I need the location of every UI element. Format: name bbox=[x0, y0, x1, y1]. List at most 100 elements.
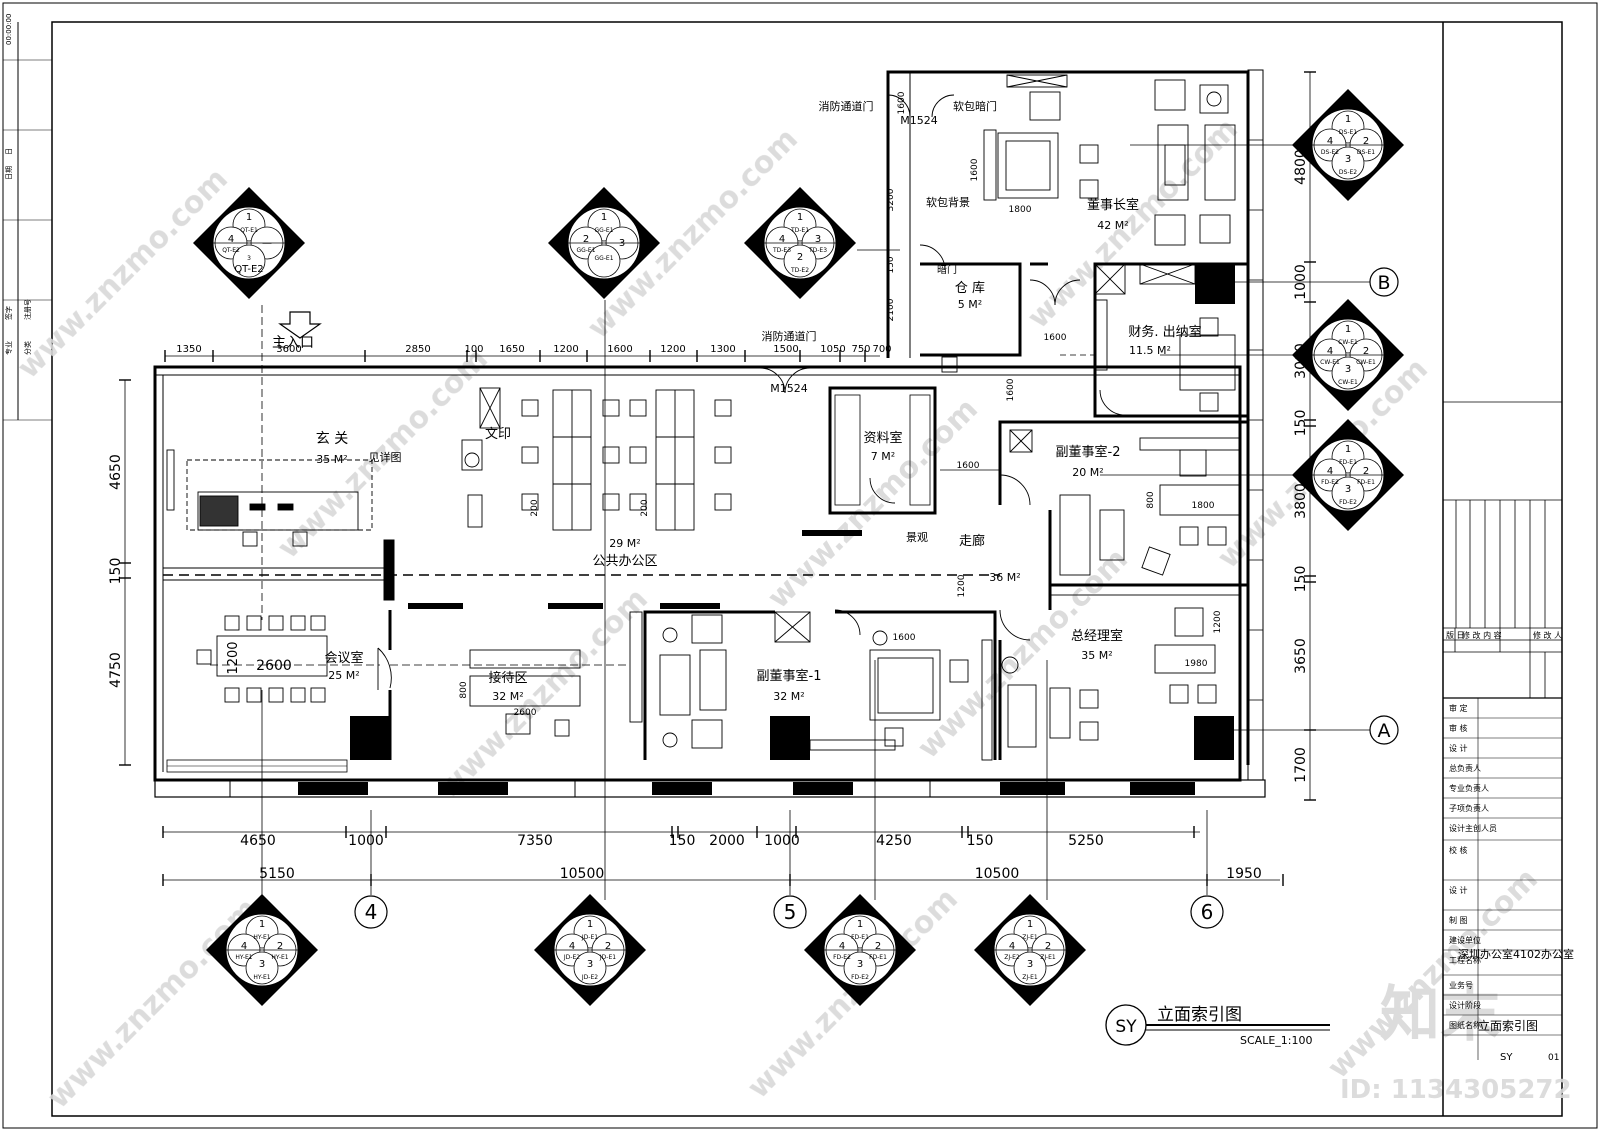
dim-b1-5: 1000 bbox=[764, 833, 800, 849]
marker-code: 4 bbox=[1327, 346, 1333, 357]
room-corridor-area: 36 M² bbox=[989, 571, 1020, 584]
marker-code: JD-E2 bbox=[563, 954, 580, 961]
m1524-mid-label: M1524 bbox=[770, 382, 808, 395]
strip-time: 00:00:00 bbox=[5, 14, 13, 45]
dim-top-11: 750 bbox=[851, 344, 870, 355]
rev-col-2: 修 改 人 bbox=[1533, 630, 1562, 640]
axis-4-label: 4 bbox=[365, 900, 378, 924]
dim-b1-6: 4250 bbox=[876, 833, 912, 849]
dim-inner: 2600 bbox=[256, 658, 292, 674]
dim-top-10: 1050 bbox=[820, 344, 845, 355]
dim-right-1: 1000 bbox=[1293, 264, 1309, 300]
marker-code: 1 bbox=[797, 212, 803, 223]
dim-inner: 1980 bbox=[1185, 659, 1208, 669]
room-finance-area: 11.5 M² bbox=[1129, 344, 1171, 357]
marker-code: CW-E1 bbox=[1356, 359, 1376, 366]
marker-code: ZJ-E2 bbox=[1004, 954, 1020, 961]
marker-code: 3 bbox=[247, 255, 251, 262]
marker-code: DS-E1 bbox=[1357, 149, 1375, 156]
dim-inner: 1600 bbox=[1044, 333, 1067, 343]
marker-sub-circle bbox=[1331, 356, 1365, 390]
hidden-door-label: 暗门 bbox=[937, 263, 957, 276]
dim-inner: 1600 bbox=[897, 91, 907, 114]
dim-b2-3: 1950 bbox=[1226, 866, 1262, 882]
dim-b2-1: 10500 bbox=[560, 866, 605, 882]
marker-code: 3 bbox=[1345, 364, 1351, 375]
title-block-row-label: 设计阶段 bbox=[1449, 1000, 1481, 1010]
marker-code: GG-E1 bbox=[576, 247, 595, 254]
marker-code: 1 bbox=[1027, 919, 1033, 930]
marker-code: 1 bbox=[587, 919, 593, 930]
marker-code: 3 bbox=[857, 959, 863, 970]
dim-top-4: 1650 bbox=[499, 344, 524, 355]
main-entrance-label: 主入口 bbox=[272, 335, 314, 351]
marker-sub-circle bbox=[587, 244, 621, 278]
marker-code: CW-E1 bbox=[1320, 359, 1340, 366]
title-block-row-label: 设计主创人员 bbox=[1449, 823, 1497, 833]
title-block-row-label: 工程名称 bbox=[1449, 955, 1481, 965]
dim-right-0: 4800 bbox=[1293, 149, 1309, 185]
dim-top-9: 1500 bbox=[773, 344, 798, 355]
room-foyer-name: 玄 关 bbox=[316, 430, 348, 447]
dim-inner: 150 bbox=[886, 256, 896, 273]
marker-code: 3 bbox=[587, 959, 593, 970]
title-block-row-label: 审 核 bbox=[1449, 723, 1468, 733]
watermark-id: ID: 1134305272 bbox=[1340, 1075, 1572, 1105]
marker-code: HY-E1 bbox=[253, 934, 270, 941]
room-meeting-name: 会议室 bbox=[324, 650, 363, 666]
marker-code: 1 bbox=[1345, 444, 1351, 455]
axis-b-label: B bbox=[1377, 272, 1390, 294]
dim-inner: 1600 bbox=[957, 461, 980, 471]
left-binding-strip: 00:00:00 日 日期 签字 注册号 专业 分类 bbox=[3, 14, 52, 421]
marker-sub-circle bbox=[843, 951, 877, 985]
marker-code: 4 bbox=[569, 941, 575, 952]
room-vice1-area: 32 M² bbox=[773, 690, 804, 703]
title-block-row-label: 审 定 bbox=[1449, 703, 1468, 713]
dim-right-3: 150 bbox=[1293, 410, 1309, 437]
marker-code: 2 bbox=[277, 941, 283, 952]
dim-b1-2: 7350 bbox=[517, 833, 553, 849]
marker-code: TD-E1 bbox=[790, 227, 809, 234]
room-finance-name: 财务. 出纳室 bbox=[1128, 324, 1201, 340]
marker-code: 2 bbox=[1363, 346, 1369, 357]
dim-inner: 1200 bbox=[1213, 610, 1223, 633]
room-gm-name: 总经理室 bbox=[1071, 628, 1123, 644]
room-vice2-name: 副董事室-2 bbox=[1056, 444, 1121, 460]
marker-code: JD-E1 bbox=[581, 934, 598, 941]
dim-left-1: 150 bbox=[108, 558, 124, 585]
marker-code: 1 bbox=[259, 919, 265, 930]
dim-inner: 2100 bbox=[886, 298, 896, 321]
room-vice2-area: 20 M² bbox=[1072, 466, 1103, 479]
rev-col-0: 版 日 bbox=[1446, 630, 1465, 640]
title-block-row-label: 建设单位 bbox=[1449, 935, 1481, 945]
marker-sub-circle bbox=[245, 951, 279, 985]
room-foyer-area: 35 M² bbox=[316, 453, 347, 466]
dim-inner: 1800 bbox=[1192, 501, 1215, 511]
marker-code: 3 bbox=[1345, 154, 1351, 165]
marker-code: 1 bbox=[857, 919, 863, 930]
marker-sub-circle bbox=[232, 244, 266, 278]
dim-inner: 1200 bbox=[957, 574, 967, 597]
dim-b2-2: 10500 bbox=[975, 866, 1020, 882]
marker-code: FD-E2 bbox=[1339, 499, 1357, 506]
m1524-top-label: M1524 bbox=[900, 114, 938, 127]
sheet-num: 01 bbox=[1548, 1053, 1559, 1063]
dim-b1-3: 150 bbox=[669, 833, 696, 849]
dim-inner: 1800 bbox=[1009, 205, 1032, 215]
doors bbox=[377, 94, 1126, 690]
dim-top-0: 1350 bbox=[176, 344, 201, 355]
marker-code: 4 bbox=[839, 941, 845, 952]
dim-b1-8: 5250 bbox=[1068, 833, 1104, 849]
marker-code: GG-E1 bbox=[594, 227, 613, 234]
marker-sub-circle bbox=[1331, 146, 1365, 180]
dim-b1-0: 4650 bbox=[240, 833, 276, 849]
room-reception-name: 接待区 bbox=[488, 670, 527, 686]
marker-code: 2 bbox=[605, 941, 611, 952]
marker-code: 3 bbox=[1345, 484, 1351, 495]
